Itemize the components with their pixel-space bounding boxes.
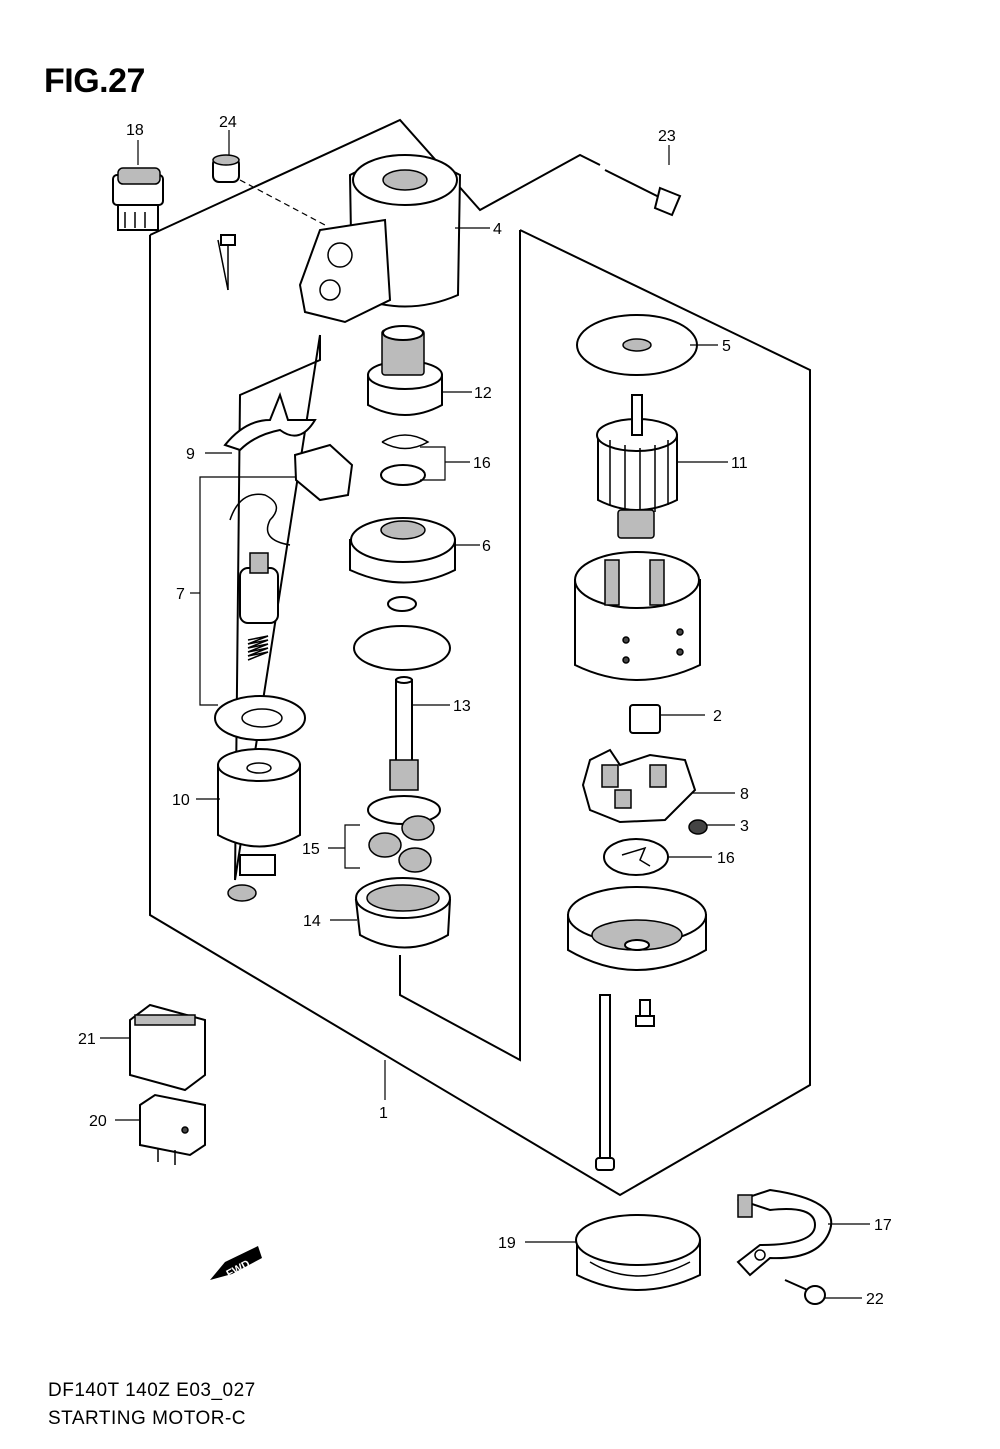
callout-6: 6 <box>482 538 491 555</box>
part-2-brush <box>629 704 661 734</box>
figure-code: DF140T 140Z E03_027 <box>48 1380 256 1401</box>
fwd-arrow-icon: FWD <box>210 1246 262 1280</box>
part-15-gears <box>344 815 435 873</box>
callout-21: 21 <box>78 1031 96 1048</box>
callout-18: 19 <box>498 1235 516 1252</box>
part-24-bushing <box>212 154 326 226</box>
callout-19: 18 <box>126 122 144 139</box>
callout-11: 11 <box>731 455 748 472</box>
part-22-bolt <box>784 1279 826 1305</box>
figure-title: FIG.27 <box>44 62 145 100</box>
callout-8: 8 <box>740 786 749 803</box>
part-8-brush-holder <box>581 748 697 824</box>
callout-10: 10 <box>172 792 190 809</box>
part-16-plate <box>603 838 669 876</box>
callout-3: 3 <box>740 818 749 835</box>
part-14-ring-gear <box>354 877 452 949</box>
part-13-shaft <box>367 676 441 825</box>
callout-23: 23 <box>658 128 676 145</box>
callout-4: 4 <box>493 221 502 238</box>
callout-13: 13 <box>453 698 471 715</box>
leader-lines <box>100 130 870 1299</box>
part-18-band <box>575 1214 701 1291</box>
assembly-boundary-1 <box>149 118 811 1197</box>
figure-name: STARTING MOTOR-C <box>48 1408 246 1429</box>
callout-12: 12 <box>474 385 492 402</box>
callout-16-lower: 16 <box>717 850 735 867</box>
callout-9: 9 <box>186 446 195 463</box>
part-end-frame <box>567 886 707 971</box>
callout-2: 2 <box>713 708 722 725</box>
part-11-armature <box>596 394 678 539</box>
callout-15: 15 <box>302 841 320 858</box>
part-19-relay <box>112 167 164 231</box>
part-through-bolt <box>595 994 655 1171</box>
callout-14: 14 <box>303 913 321 930</box>
part-20-relay <box>139 1093 206 1165</box>
callout-24: 24 <box>219 114 237 131</box>
part-gasket-ring <box>353 596 451 671</box>
part-7-kit <box>214 443 354 741</box>
callout-17: 17 <box>874 1217 892 1234</box>
callout-numbers: 18 24 23 4 5 12 9 16 11 6 7 13 2 10 8 3 … <box>78 114 892 1308</box>
callout-7: 7 <box>176 586 185 603</box>
part-6-bracket <box>349 517 456 584</box>
part-4-housing <box>217 154 462 324</box>
part-23-bolt <box>604 169 682 217</box>
part-3-nut <box>688 819 708 835</box>
callout-1: 1 <box>379 1105 388 1122</box>
callout-16-upper: 16 <box>473 455 491 472</box>
part-16-clips <box>380 434 430 486</box>
part-10-solenoid <box>217 748 301 902</box>
callout-22: 22 <box>866 1291 884 1308</box>
part-yoke <box>574 551 701 681</box>
part-12-pinion <box>367 325 443 416</box>
part-21-relay <box>129 1003 206 1092</box>
part-5-plate <box>576 314 698 376</box>
callout-5: 5 <box>722 338 731 355</box>
part-17-clamp <box>736 1188 833 1277</box>
part-9-lever <box>223 392 317 452</box>
callout-20: 20 <box>89 1113 107 1130</box>
